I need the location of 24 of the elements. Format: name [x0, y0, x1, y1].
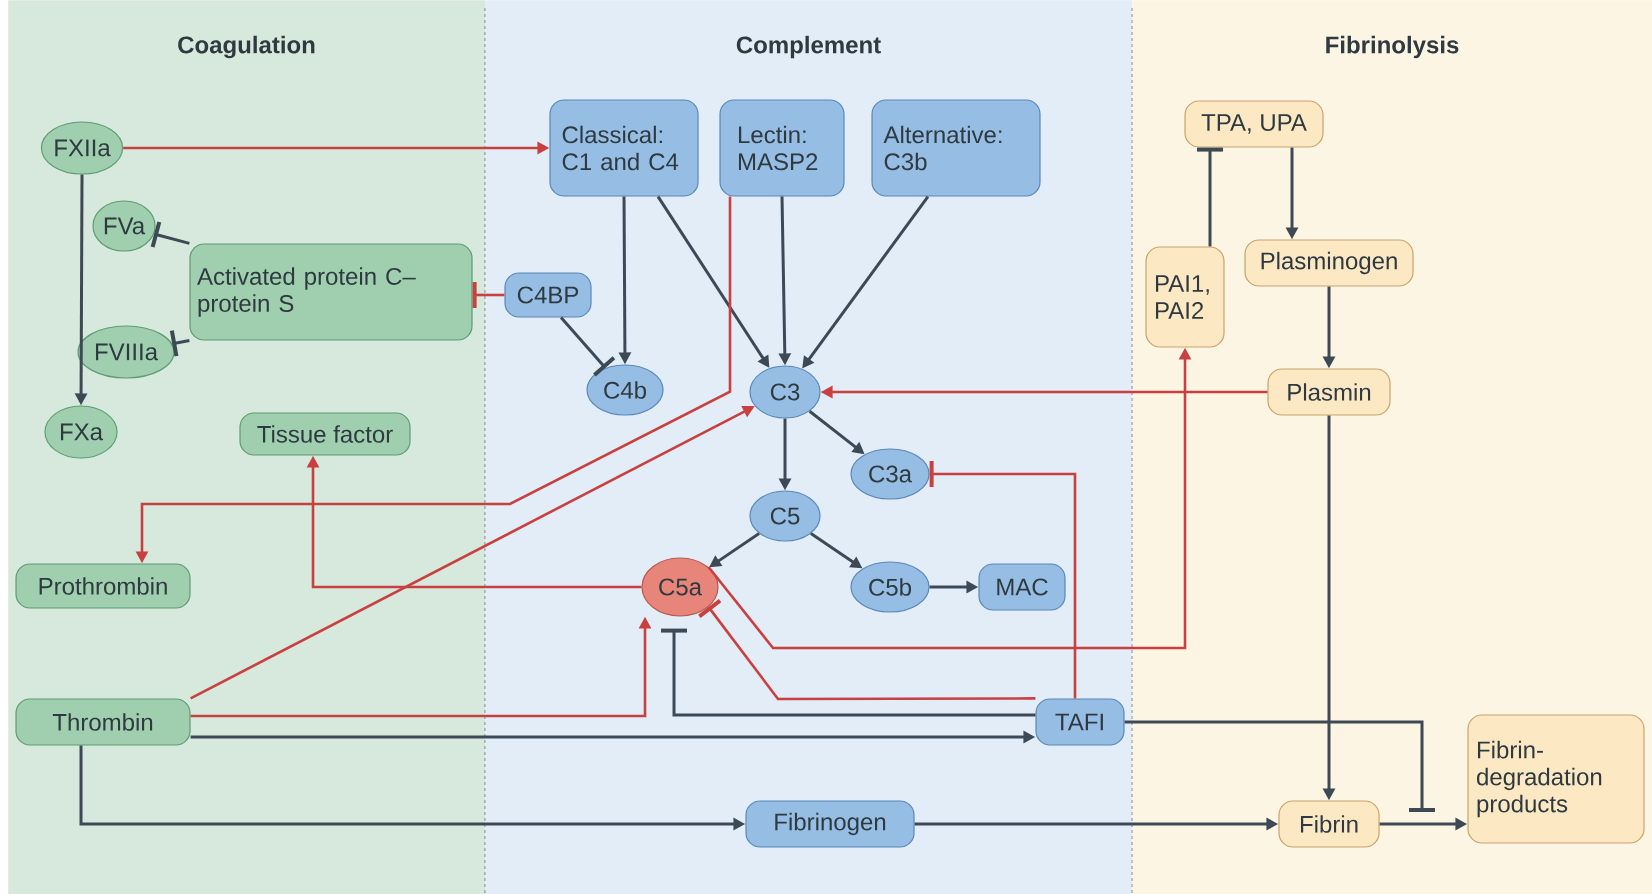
factor-box: Thrombin — [15, 698, 191, 746]
factor-box: Activated protein C–protein S — [189, 243, 473, 341]
inhibition-line — [929, 461, 1077, 699]
factor-box: Plasmin — [1267, 368, 1391, 416]
inhibition-line — [661, 628, 1036, 717]
factor-box: PAI1, PAI2 — [1145, 246, 1225, 348]
factor-box: TAFI — [1035, 698, 1125, 746]
inhibition-line — [1197, 147, 1223, 247]
factor-box: Alternative: C3b — [871, 99, 1041, 197]
factor-box: Fibrin-degradation products — [1467, 714, 1645, 844]
factor-box: Lectin: MASP2 — [719, 99, 845, 197]
inhibition-line — [1124, 720, 1435, 812]
factor-box: C4BP — [504, 272, 592, 318]
factor-box: TPA, UPA — [1184, 100, 1324, 148]
factor-box: Tissue factor — [239, 412, 411, 456]
inhibition-line — [472, 282, 505, 308]
factor-box: Fibrinogen — [745, 800, 915, 848]
inhibition-line — [150, 221, 190, 248]
factor-box: Plasminogen — [1244, 239, 1414, 287]
inhibition-line — [698, 599, 1036, 701]
factor-box: Classical: C1 and C4 — [549, 99, 699, 197]
factor-box: MAC — [978, 563, 1066, 611]
factor-box: Prothrombin — [15, 563, 191, 609]
factor-box: Fibrin — [1278, 800, 1380, 848]
